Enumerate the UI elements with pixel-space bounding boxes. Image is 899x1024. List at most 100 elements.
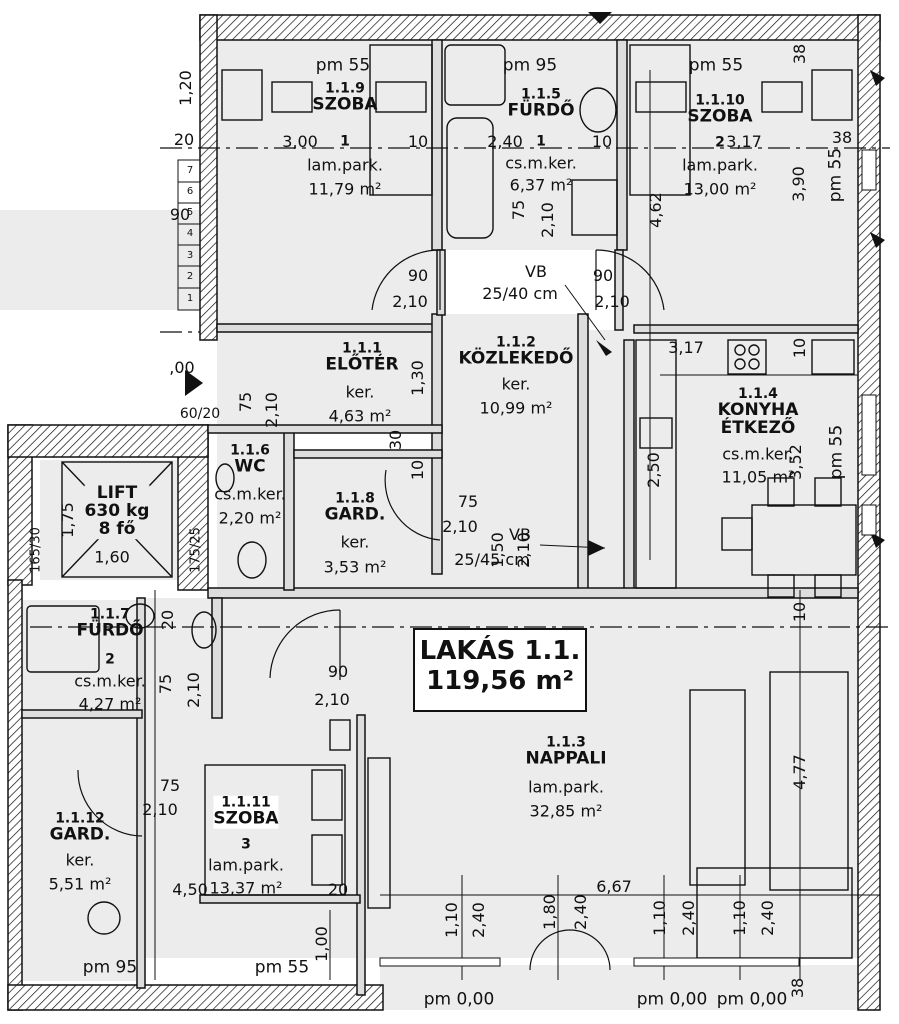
room-floor-1-1-5: cs.m.ker. — [505, 153, 577, 173]
dimension: 2,10 — [442, 517, 478, 536]
dimension: 2,10 — [314, 690, 350, 709]
dimension: 3,17 — [726, 132, 762, 151]
dimension: 2,40 — [487, 132, 523, 151]
apartment-title: LAKÁS 1.1. — [419, 636, 581, 666]
room-area-1-1-5: 6,37 m² — [509, 175, 573, 195]
room-area-1-1-12: 5,51 m² — [48, 874, 112, 894]
dimension: 10 — [407, 132, 429, 151]
dimension: 20 — [173, 130, 195, 149]
dimension: 3,52 — [786, 444, 805, 480]
room-area-1-1-6: 2,20 m² — [218, 508, 282, 528]
room-index-2: 2 — [715, 134, 725, 151]
level-mark: pm 0,00 — [423, 989, 495, 1010]
dimension: 4,62 — [646, 192, 665, 228]
room-area-1-1-2: 10,99 m² — [479, 398, 553, 418]
room-area-1-1-9: 11,79 m² — [308, 179, 382, 199]
lift-size: 1,60 — [94, 547, 130, 567]
room-label-1-1-2: 1.1.2 KÖZLEKEDŐ — [458, 334, 574, 369]
room-label-1-1-9: 1.1.9 SZOBA — [312, 80, 378, 115]
dimension: 1,00 — [312, 926, 331, 962]
room-floor-1-1-12: ker. — [65, 850, 95, 870]
dimension: 10 — [591, 132, 613, 151]
level-mark: pm 55 — [826, 424, 847, 480]
dimension: 2,40 — [679, 900, 698, 936]
room-label-1-1-7: 1.1.7 FÜRDŐ — [76, 606, 144, 641]
dimension: 20 — [158, 609, 177, 631]
beam-size: 25/40 cm — [482, 284, 558, 303]
dimension: 1,10 — [650, 900, 669, 936]
dimension: 20 — [327, 880, 349, 899]
beam-size: 25/45 cm — [454, 550, 530, 569]
dimension: 2,40 — [758, 900, 777, 936]
dimension: 2,10 — [514, 532, 533, 568]
level-mark: pm 55 — [825, 147, 846, 203]
dimension: 165/30 — [28, 527, 44, 573]
room-label-1-1-8: 1.1.8 GARD. — [324, 490, 386, 525]
dimension: 2,10 — [594, 292, 630, 311]
dimension: 38 — [790, 43, 809, 65]
dimension: 1,20 — [176, 70, 195, 106]
level-mark: pm 0,00 — [636, 989, 708, 1010]
room-label-1-1-6: 1.1.6 WC — [230, 442, 270, 477]
dimension: 3,00 — [282, 132, 318, 151]
room-label-1-1-5: 1.1.5 FÜRDŐ — [507, 86, 575, 121]
lift-label: LIFT 630 kg 8 fő — [84, 483, 150, 539]
room-floor-1-1-4: cs.m.ker. — [722, 444, 794, 464]
dimension: 75 — [156, 673, 175, 695]
furniture — [26, 44, 857, 959]
room-floor-1-1-9: lam.park. — [307, 155, 383, 175]
dimension: 1,50 — [488, 532, 507, 568]
dimension: 1,80 — [540, 894, 559, 930]
dimension: 10 — [790, 601, 809, 623]
dimension: 175/25 — [188, 527, 204, 573]
room-index-bath-2: 2 — [105, 651, 115, 668]
room-floor-1-1-1: ker. — [345, 382, 375, 402]
room-floor-1-1-3: lam.park. — [528, 777, 604, 797]
level-mark: pm 95 — [82, 957, 138, 978]
dimension: 75 — [159, 776, 181, 795]
level-mark: pm 55 — [254, 957, 310, 978]
stair-step-number: 5 — [186, 207, 194, 218]
room-area-1-1-7: 4,27 m² — [78, 694, 142, 714]
dimension: 75 — [509, 199, 528, 221]
room-fills — [0, 40, 858, 1010]
stair-step-number: 3 — [186, 250, 194, 261]
room-floor-1-1-6: cs.m.ker. — [214, 484, 286, 504]
dimension: 3,17 — [668, 338, 704, 357]
stair-step-number: 2 — [186, 271, 194, 282]
arrow-heads — [185, 12, 885, 556]
level-mark: pm 95 — [502, 55, 558, 76]
dimension: 75 — [236, 391, 255, 413]
windows — [379, 149, 877, 967]
room-floor-1-1-7: cs.m.ker. — [74, 671, 146, 691]
room-label-1-1-11: 1.1.11 SZOBA — [213, 794, 279, 829]
room-floor-1-1-11: lam.park. — [208, 855, 284, 875]
dimension: ,00 — [169, 358, 195, 377]
door-swings — [77, 249, 665, 971]
room-index-3: 3 — [241, 836, 251, 853]
level-mark: pm 55 — [688, 55, 744, 76]
dimension: 90 — [327, 662, 349, 681]
beam-mark: VB — [509, 525, 531, 544]
room-floor-1-1-8: ker. — [340, 532, 370, 552]
dimension: 90 — [592, 266, 614, 285]
apartment-title-box: LAKÁS 1.1. 119,56 m² — [413, 628, 587, 712]
dimension: 1,10 — [730, 900, 749, 936]
dimension: 90 — [169, 205, 191, 224]
grid-lines — [30, 147, 890, 628]
stair-step-number: 1 — [186, 293, 194, 304]
room-area-1-1-8: 3,53 m² — [323, 557, 387, 577]
stair-step-number: 6 — [186, 186, 194, 197]
room-area-1-1-10: 13,00 m² — [683, 179, 757, 199]
apartment-area: 119,56 m² — [426, 666, 574, 696]
room-label-1-1-4: 1.1.4 KONYHA ÉTKEZŐ — [717, 385, 799, 438]
room-label-1-1-10: 1.1.10 SZOBA — [687, 92, 753, 127]
level-mark: pm 0,00 — [716, 989, 788, 1010]
room-index-1: 1 — [340, 133, 350, 150]
room-area-1-1-3: 32,85 m² — [529, 801, 603, 821]
beam-mark: VB — [525, 262, 547, 281]
room-area-1-1-11: 13,37 m² — [209, 878, 283, 898]
dimension: 38 — [788, 977, 807, 999]
